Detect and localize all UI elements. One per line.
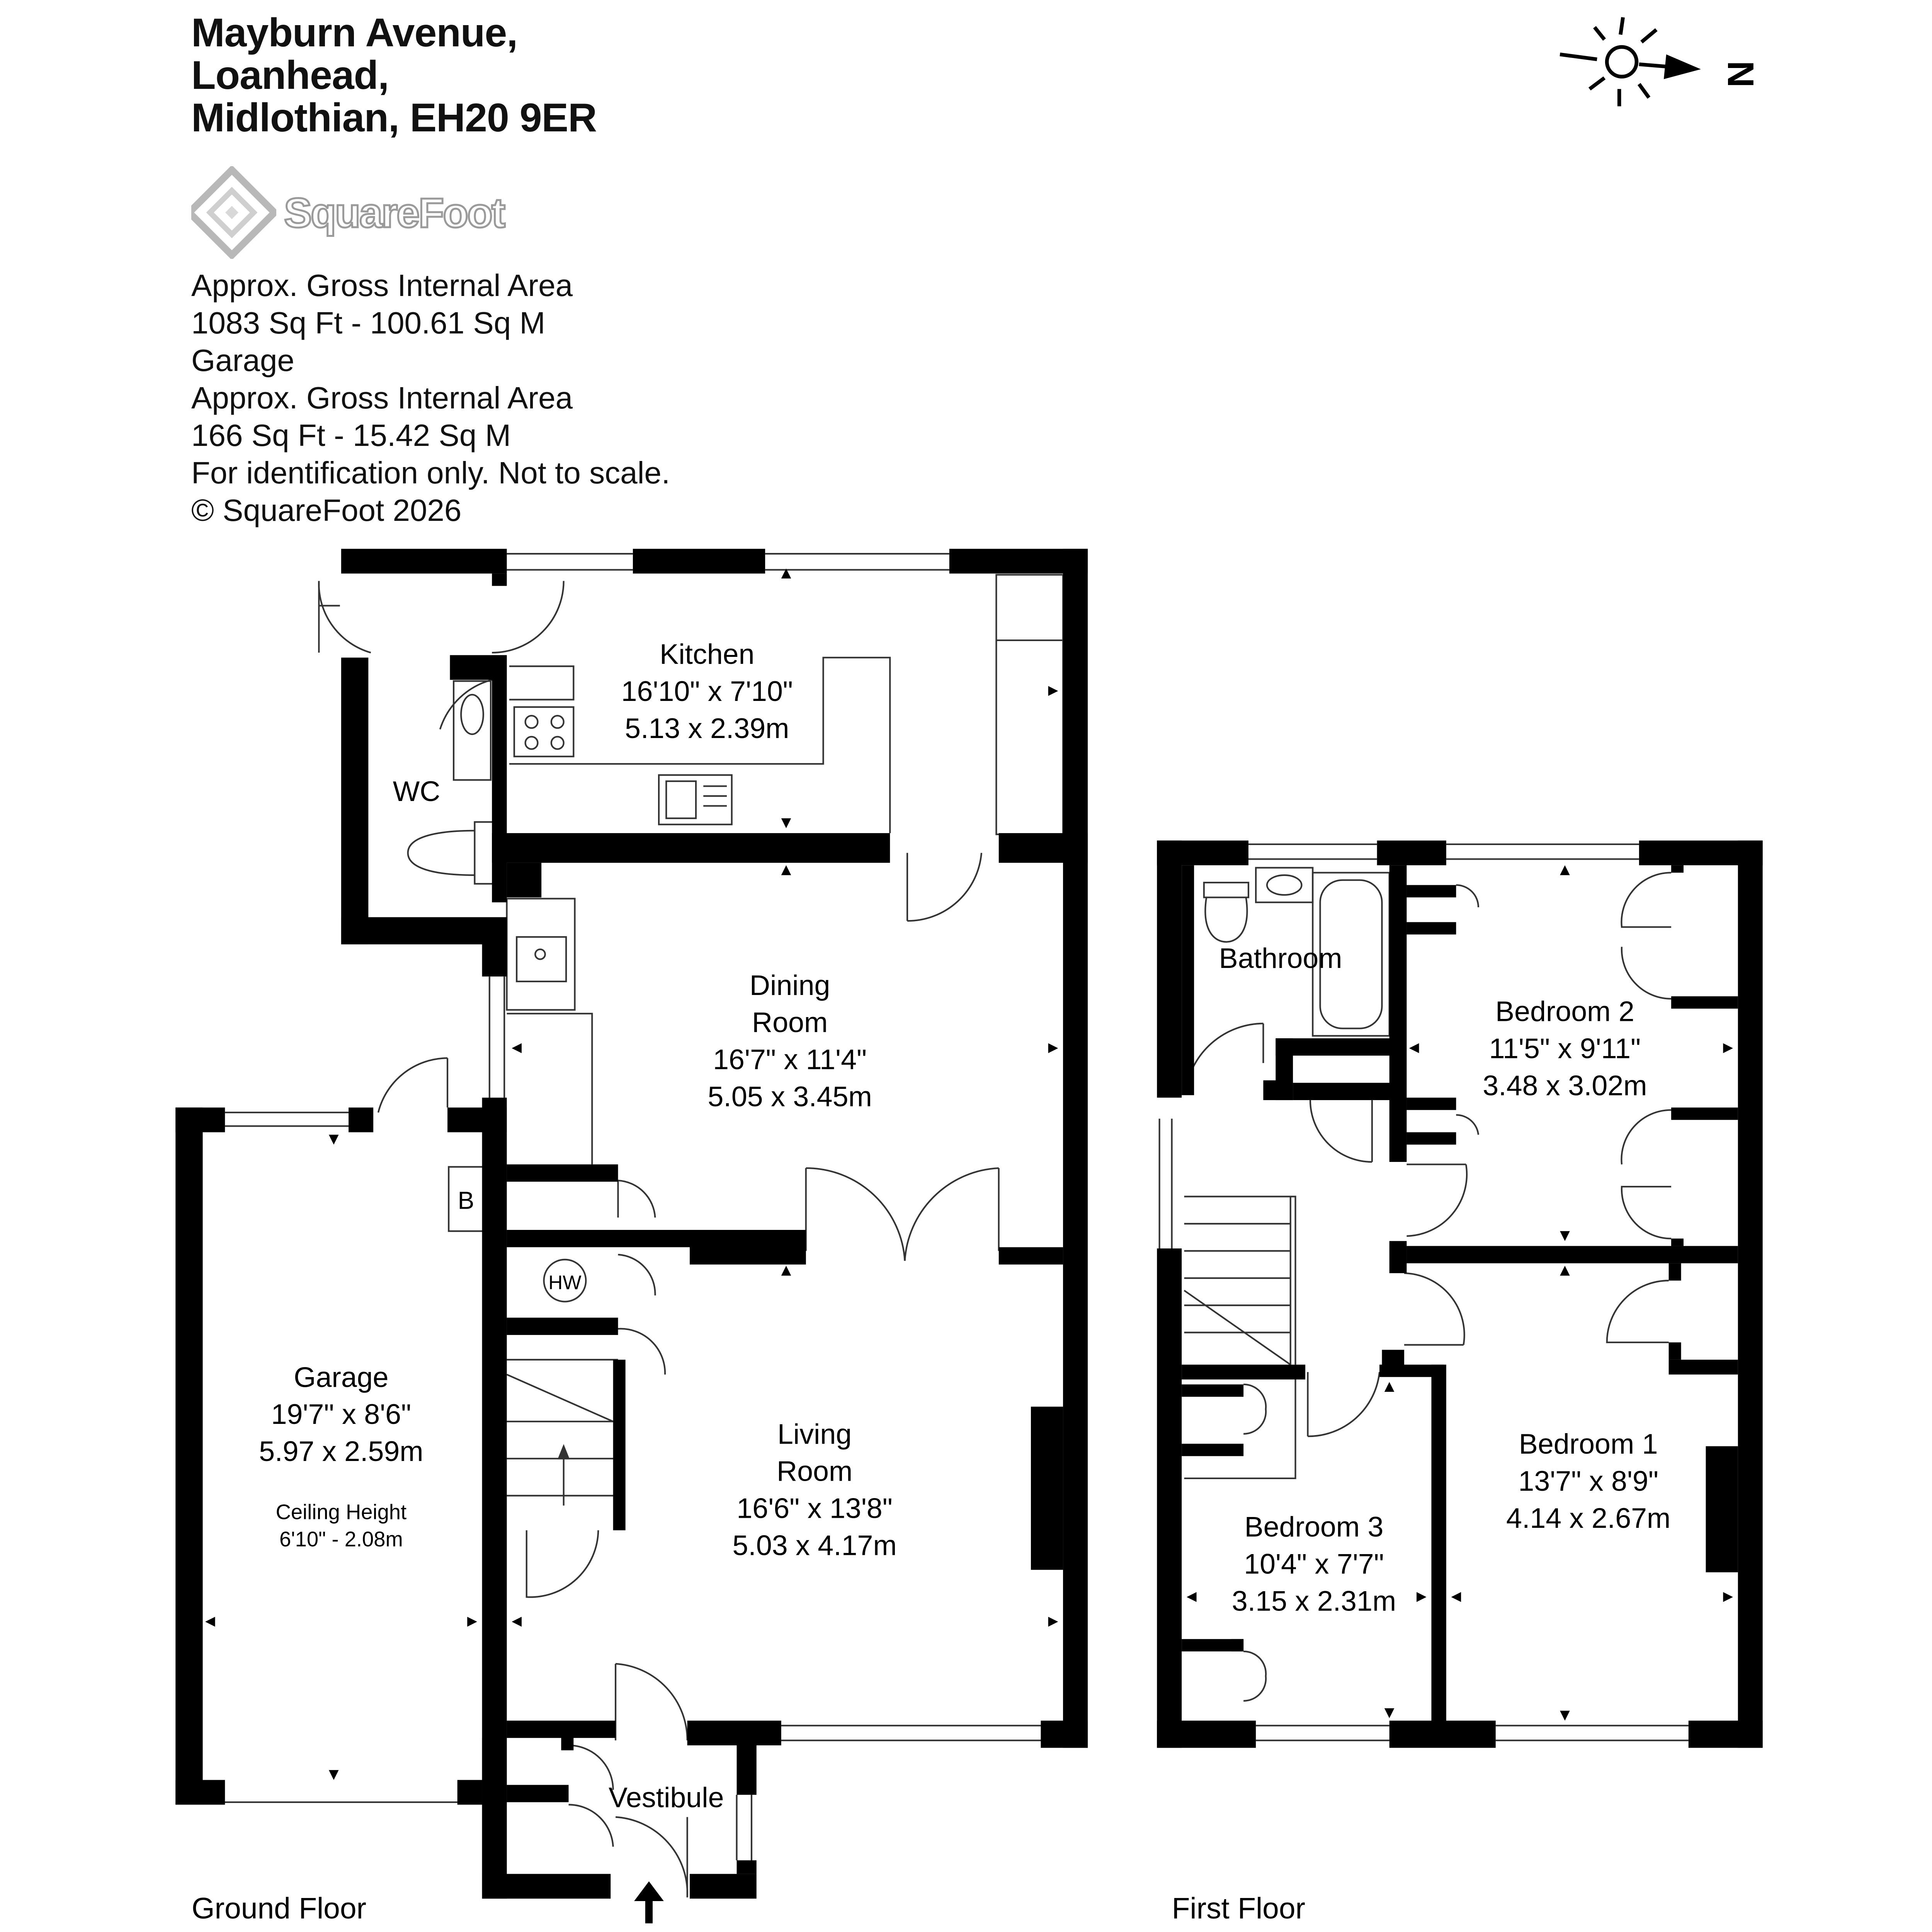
- dimension-markers: [205, 568, 1058, 1780]
- dining-label-1: Dining: [750, 969, 830, 1001]
- living-label-2: Room: [777, 1455, 852, 1487]
- kitchen-label: Kitchen: [660, 638, 754, 670]
- ground-floor-walls: [175, 549, 1088, 1899]
- disclaimer: For identification only. Not to scale.: [191, 456, 670, 490]
- garage-heading: Garage: [191, 343, 294, 378]
- brand-name: SquareFoot: [283, 189, 506, 237]
- kitchen-dims-metric: 5.13 x 2.39m: [625, 712, 789, 744]
- area-info-block: Approx. Gross Internal Area 1083 Sq Ft -…: [191, 267, 670, 529]
- entrance-arrow-icon: [634, 1881, 664, 1923]
- living-dims-imperial: 16'6" x 13'8": [736, 1492, 892, 1524]
- bedroom1-dims-metric: 4.14 x 2.67m: [1506, 1502, 1670, 1534]
- living-label-1: Living: [777, 1418, 852, 1450]
- garage-dims-imperial: 19'7" x 8'6": [271, 1398, 412, 1430]
- bedroom1-dims-imperial: 13'7" x 8'9": [1518, 1465, 1658, 1497]
- copyright: © SquareFoot 2026: [191, 493, 462, 527]
- hot-water-cylinder-icon: [543, 1259, 587, 1303]
- bathroom-label: Bathroom: [1219, 942, 1342, 974]
- garage-label: Garage: [294, 1361, 388, 1393]
- bedroom3-dims-metric: 3.15 x 2.31m: [1232, 1585, 1396, 1617]
- bedroom1-label: Bedroom 1: [1519, 1428, 1658, 1460]
- garage-dims-metric: 5.97 x 2.59m: [259, 1435, 423, 1467]
- house-area-label: Approx. Gross Internal Area: [191, 268, 573, 303]
- ground-floor-label: Ground Floor: [192, 1892, 366, 1925]
- boiler-label: B: [458, 1187, 474, 1214]
- squarefoot-logo: SquareFoot: [184, 165, 539, 260]
- first-floor-label: First Floor: [1172, 1892, 1305, 1925]
- north-arrow-icon: [1663, 54, 1701, 79]
- dining-label-2: Room: [752, 1006, 828, 1038]
- address-line-2: Loanhead,: [191, 53, 389, 98]
- bedroom3-dims-imperial: 10'4" x 7'7": [1244, 1548, 1384, 1580]
- garage-ceiling-value: 6'10" - 2.08m: [279, 1527, 403, 1551]
- bath-toilet-icon: [1204, 897, 1248, 943]
- living-dims-metric: 5.03 x 4.17m: [732, 1529, 896, 1561]
- compass: N: [1560, 17, 1761, 107]
- wc-toilet-icon: [407, 830, 475, 876]
- garage-area-label: Approx. Gross Internal Area: [191, 381, 573, 415]
- sun-icon: [1605, 45, 1639, 79]
- first-floor: Bathroom Bedroom 2 11'5" x 9'11" 3.48 x …: [1157, 840, 1763, 1925]
- address-line-3: Midlothian, EH20 9ER: [191, 95, 597, 140]
- dining-dims-imperial: 16'7" x 11'4": [713, 1043, 867, 1075]
- dining-sink-icon: [516, 936, 567, 983]
- squarefoot-logo-icon: [184, 165, 280, 260]
- bath-basin-icon: [1255, 867, 1314, 903]
- wc-basin-icon: [452, 680, 492, 781]
- north-label: N: [1720, 61, 1761, 87]
- bedroom3-label: Bedroom 3: [1245, 1510, 1384, 1543]
- kitchen-sink-icon: [658, 774, 733, 825]
- address-line-1: Mayburn Avenue,: [191, 10, 518, 55]
- ground-floor: Kitchen 16'10" x 7'10" 5.13 x 2.39m WC D…: [175, 549, 1088, 1925]
- hot-water-label: HW: [548, 1272, 582, 1294]
- vestibule-label: Vestibule: [609, 1781, 724, 1813]
- first-floor-dimension-markers: [1187, 865, 1733, 1721]
- wc-label: WC: [393, 775, 440, 807]
- hob-icon: [513, 706, 575, 757]
- bedroom2-label: Bedroom 2: [1495, 995, 1634, 1027]
- bedroom2-dims-imperial: 11'5" x 9'11": [1489, 1032, 1641, 1064]
- first-floor-walls: [1157, 840, 1763, 1748]
- kitchen-dims-imperial: 16'10" x 7'10": [621, 675, 793, 707]
- house-area-value: 1083 Sq Ft - 100.61 Sq M: [191, 306, 546, 340]
- garage-area-value: 166 Sq Ft - 15.42 Sq M: [191, 418, 511, 452]
- dining-dims-metric: 5.05 x 3.45m: [707, 1080, 872, 1112]
- garage-ceiling-label: Ceiling Height: [276, 1500, 407, 1524]
- bedroom2-dims-metric: 3.48 x 3.02m: [1483, 1069, 1647, 1101]
